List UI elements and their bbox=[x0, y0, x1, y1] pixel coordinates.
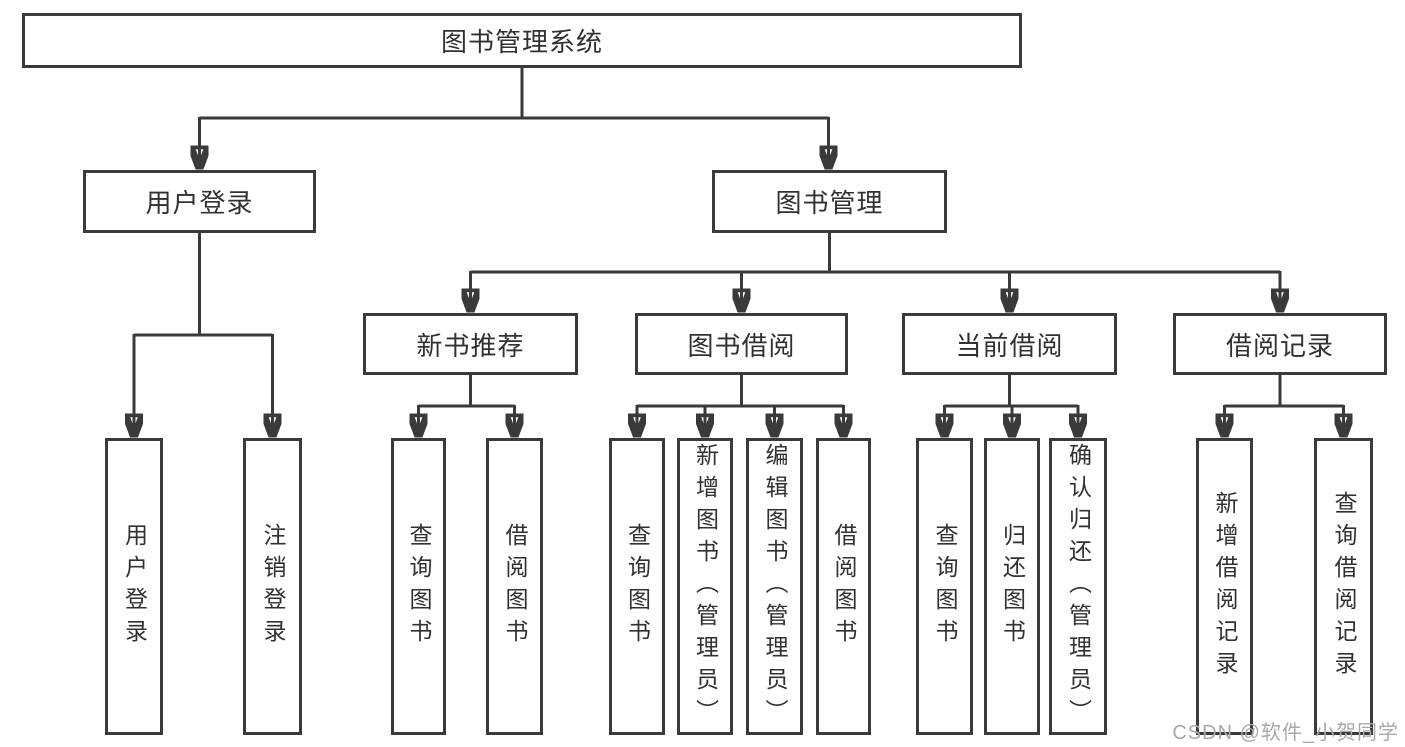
node-new-book-recommendation: 新书推荐 bbox=[363, 313, 578, 375]
node-library-management-system: 图书管理系统 bbox=[22, 13, 1022, 68]
watermark-text: CSDN @软件_小贺同学 bbox=[1172, 722, 1399, 744]
leaf-newrec-borrow-books: 借阅图书 bbox=[486, 438, 543, 735]
leaf-borrow-borrow-books: 借阅图书 bbox=[816, 438, 871, 735]
leaf-borrow-add-books-admin: 新增图书（管理员） bbox=[677, 438, 733, 735]
node-borrowing-records: 借阅记录 bbox=[1173, 313, 1387, 375]
leaf-current-confirm-return-admin: 确认归还（管理员） bbox=[1049, 438, 1107, 735]
node-user-login: 用户登录 bbox=[83, 170, 316, 233]
leaf-records-query-borrow-record: 查询借阅记录 bbox=[1314, 438, 1373, 735]
node-book-management: 图书管理 bbox=[712, 170, 947, 233]
leaf-borrow-query-books: 查询图书 bbox=[609, 438, 665, 735]
leaf-logout: 注销登录 bbox=[243, 438, 302, 735]
node-book-borrowing: 图书借阅 bbox=[635, 313, 848, 375]
leaf-records-add-borrow-record: 新增借阅记录 bbox=[1196, 438, 1253, 735]
leaf-newrec-query-books: 查询图书 bbox=[391, 438, 446, 735]
leaf-current-return-books: 归还图书 bbox=[984, 438, 1040, 735]
leaf-current-query-books: 查询图书 bbox=[916, 438, 973, 735]
node-current-borrowing: 当前借阅 bbox=[902, 313, 1117, 375]
leaf-user-login: 用户登录 bbox=[105, 438, 163, 735]
leaf-borrow-edit-books-admin: 编辑图书（管理员） bbox=[746, 438, 803, 735]
